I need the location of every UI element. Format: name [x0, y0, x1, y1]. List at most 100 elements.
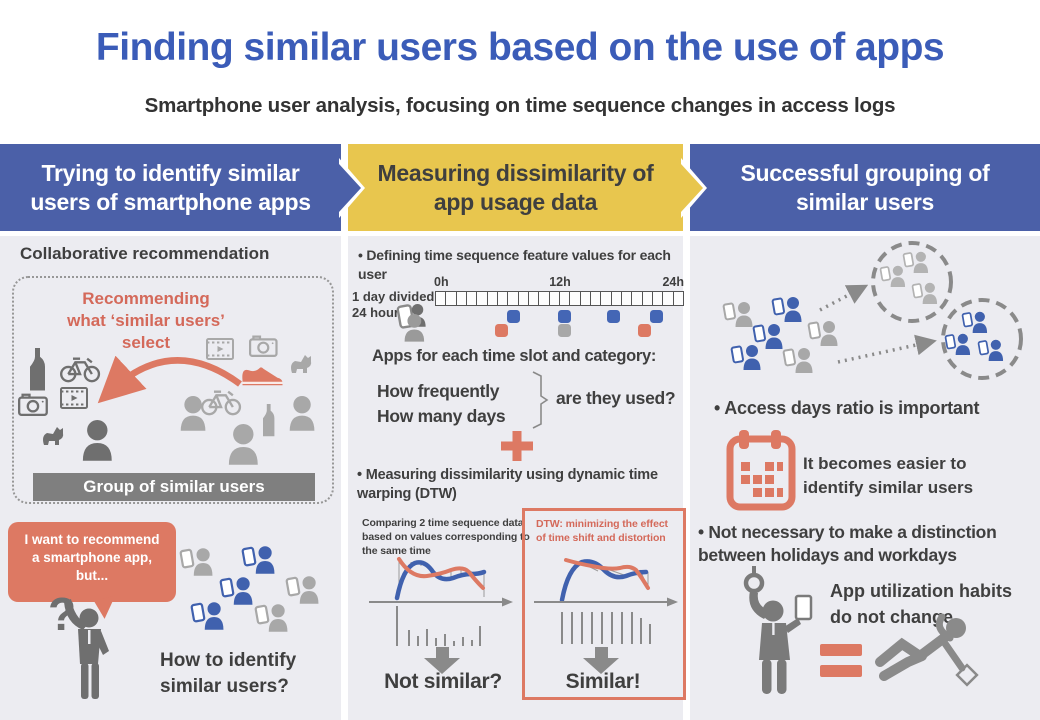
- usage-marks: [435, 310, 684, 340]
- commuter-illustration: [743, 566, 813, 694]
- right-column-header: Successful grouping of similar users: [690, 144, 1040, 231]
- tick-24h: 24h: [662, 275, 684, 289]
- brace-icon: [532, 371, 549, 429]
- sneaker-icon: [242, 367, 283, 386]
- distance-bars-right: [561, 612, 651, 644]
- timeline-cell: [601, 291, 612, 306]
- page-title: Finding similar users based on the use o…: [95, 26, 945, 69]
- left-header-line1: Trying to identify similar: [41, 159, 300, 186]
- right-header-line2: similar users: [795, 188, 935, 215]
- dtw-caption-line1: DTW: minimizing the effect: [536, 518, 668, 530]
- timeline-cell: [466, 291, 478, 306]
- blue-group-circle: [941, 298, 1023, 380]
- user-phone-icon: [190, 601, 225, 631]
- middle-header-line1: Measuring dissimilarity of: [377, 159, 654, 186]
- frequency-lines: How frequently How many days: [377, 379, 506, 429]
- user-phone-icon: [782, 347, 814, 374]
- recommending-note: Recommending what ‘similar users’ select: [40, 288, 252, 354]
- handstrap-ring-icon: [743, 572, 765, 594]
- timeline-cell: [570, 291, 581, 306]
- user-phone-icon: [771, 296, 803, 323]
- cal-note-line1: It becomes easier to: [803, 454, 967, 473]
- film-icon: [60, 387, 88, 409]
- easier-identify-note: It becomes easier to identify similar us…: [803, 452, 973, 500]
- defining-bullet: • Defining time sequence feature values …: [358, 247, 671, 282]
- user-phone-icon: [879, 264, 906, 288]
- group-of-similar-users-bar: Group of similar users: [33, 473, 315, 501]
- distinction-bullet: • Not necessary to make a distinction be…: [698, 522, 997, 565]
- dtw-highlight-box: [522, 508, 686, 700]
- user-phone-icon: [179, 547, 214, 577]
- bubble-line1: I want to recommend: [24, 532, 160, 547]
- similar-users-dotted-box: [12, 276, 334, 504]
- not-similar-label: Not similar?: [384, 670, 502, 693]
- speech-bubble: I want to recommend a smartphone app, bu…: [8, 522, 176, 602]
- user-phone-icon: [254, 603, 289, 633]
- timeline-label-line2: 24 hours: [352, 305, 407, 320]
- user-phone-icon: [911, 281, 938, 305]
- timeline-cell: [642, 291, 653, 306]
- dog-icon: [43, 427, 64, 445]
- users-with-phones-cluster: [179, 545, 320, 633]
- blue-series-curve: [394, 560, 487, 601]
- timeline-cell: [621, 291, 633, 306]
- down-arrow-icon: [583, 647, 620, 675]
- bottle-icon: [30, 348, 45, 391]
- middle-column-header: Measuring dissimilarity of app usage dat…: [348, 144, 683, 231]
- relaxing-person-illustration: [875, 613, 979, 687]
- dog-icon: [291, 355, 312, 373]
- recommendation-illustration: [17, 335, 315, 465]
- apps-per-slot-label: Apps for each time slot and category:: [372, 347, 657, 365]
- bubble-line2: a smartphone app,: [31, 550, 153, 565]
- usage-mark: [638, 324, 652, 337]
- group-bar-label: Group of similar users: [83, 477, 265, 496]
- relaxing-person-silhouette: [875, 613, 966, 681]
- person-icon: [180, 396, 206, 431]
- are-they-used-label: are they used?: [556, 388, 676, 408]
- cal-note-line2: identify similar users: [803, 478, 974, 497]
- timeline-cell: [559, 291, 571, 306]
- person-icon: [82, 420, 112, 461]
- usage-mark: [607, 310, 621, 323]
- timeline-cell: [663, 291, 674, 306]
- equals-icon: [820, 665, 862, 677]
- distance-bars-left: [396, 606, 481, 646]
- person-icon: [228, 424, 258, 465]
- grouping-illustration: [722, 241, 1023, 380]
- timeline-cell: [435, 291, 447, 306]
- timeline-cell: [487, 291, 498, 306]
- timeline-cell: [477, 291, 488, 306]
- question-line2: similar users?: [160, 676, 289, 697]
- timeline-cell: [549, 291, 560, 306]
- recommending-line1: Recommending: [82, 289, 210, 308]
- usage-mark: [558, 310, 572, 323]
- camera-icon: [249, 335, 278, 357]
- distance-bars: [396, 606, 481, 646]
- calendar-icon: [726, 430, 796, 511]
- timeline-cell: [632, 291, 643, 306]
- timeline-cell: [590, 291, 602, 306]
- timeline-left-label: 1 day divided into 24 hours: [352, 289, 462, 321]
- usage-mark: [558, 324, 572, 337]
- collaborative-recommendation-label: Collaborative recommendation: [20, 244, 270, 263]
- red-series-curve: [397, 557, 485, 590]
- bicycle-icon: [200, 390, 242, 416]
- timeline-cell: [580, 291, 591, 306]
- right-header-line1: Successful grouping of: [740, 159, 990, 186]
- timeline-cell: [652, 291, 664, 306]
- page-subtitle: Smartphone user analysis, focusing on ti…: [144, 94, 896, 117]
- puzzled-businessman-illustration: ?: [48, 588, 109, 699]
- user-phone-icon: [902, 250, 929, 274]
- user-phone-icon: [807, 320, 839, 347]
- user-phone-icon: [285, 575, 320, 605]
- habits-line2: do not change: [830, 607, 953, 627]
- habits-line1: App utilization habits: [830, 581, 1012, 601]
- timeline-cell: [611, 291, 622, 306]
- habits-note: App utilization habits do not change: [830, 578, 1012, 630]
- usage-mark: [506, 310, 520, 323]
- usage-mark: [495, 324, 509, 337]
- compare-caption-line2: based on values corresponding to: [362, 531, 530, 543]
- phone-icon: [794, 594, 813, 621]
- tick-12h: 12h: [549, 275, 571, 289]
